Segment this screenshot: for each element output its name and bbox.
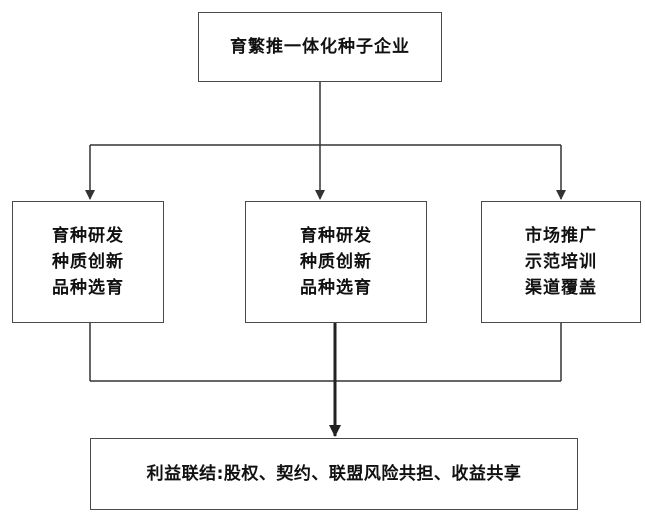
child-box-left-line-1: 育种研发 (52, 226, 124, 246)
child-box-right: 市场推广 示范培训 渠道覆盖 (481, 201, 641, 323)
child-box-left-line-3: 品种选育 (52, 278, 124, 298)
child-box-middle-line-2: 种质创新 (300, 252, 372, 272)
child-box-middle-line-1: 育种研发 (300, 226, 372, 246)
child-box-right-line-2: 示范培训 (525, 252, 597, 272)
child-box-right-line-1: 市场推广 (525, 226, 597, 246)
top-box-label: 育繁推一体化种子企业 (230, 37, 410, 57)
child-box-middle: 育种研发 种质创新 品种选育 (245, 201, 427, 323)
child-box-right-line-3: 渠道覆盖 (525, 278, 597, 298)
bottom-box-label: 利益联结:股权、契约、联盟风险共担、收益共享 (146, 464, 522, 484)
child-box-left: 育种研发 种质创新 品种选育 (12, 201, 164, 323)
child-box-middle-line-3: 品种选育 (300, 278, 372, 298)
bottom-box: 利益联结:股权、契约、联盟风险共担、收益共享 (90, 438, 578, 510)
top-box: 育繁推一体化种子企业 (198, 12, 442, 82)
child-box-left-line-2: 种质创新 (52, 252, 124, 272)
